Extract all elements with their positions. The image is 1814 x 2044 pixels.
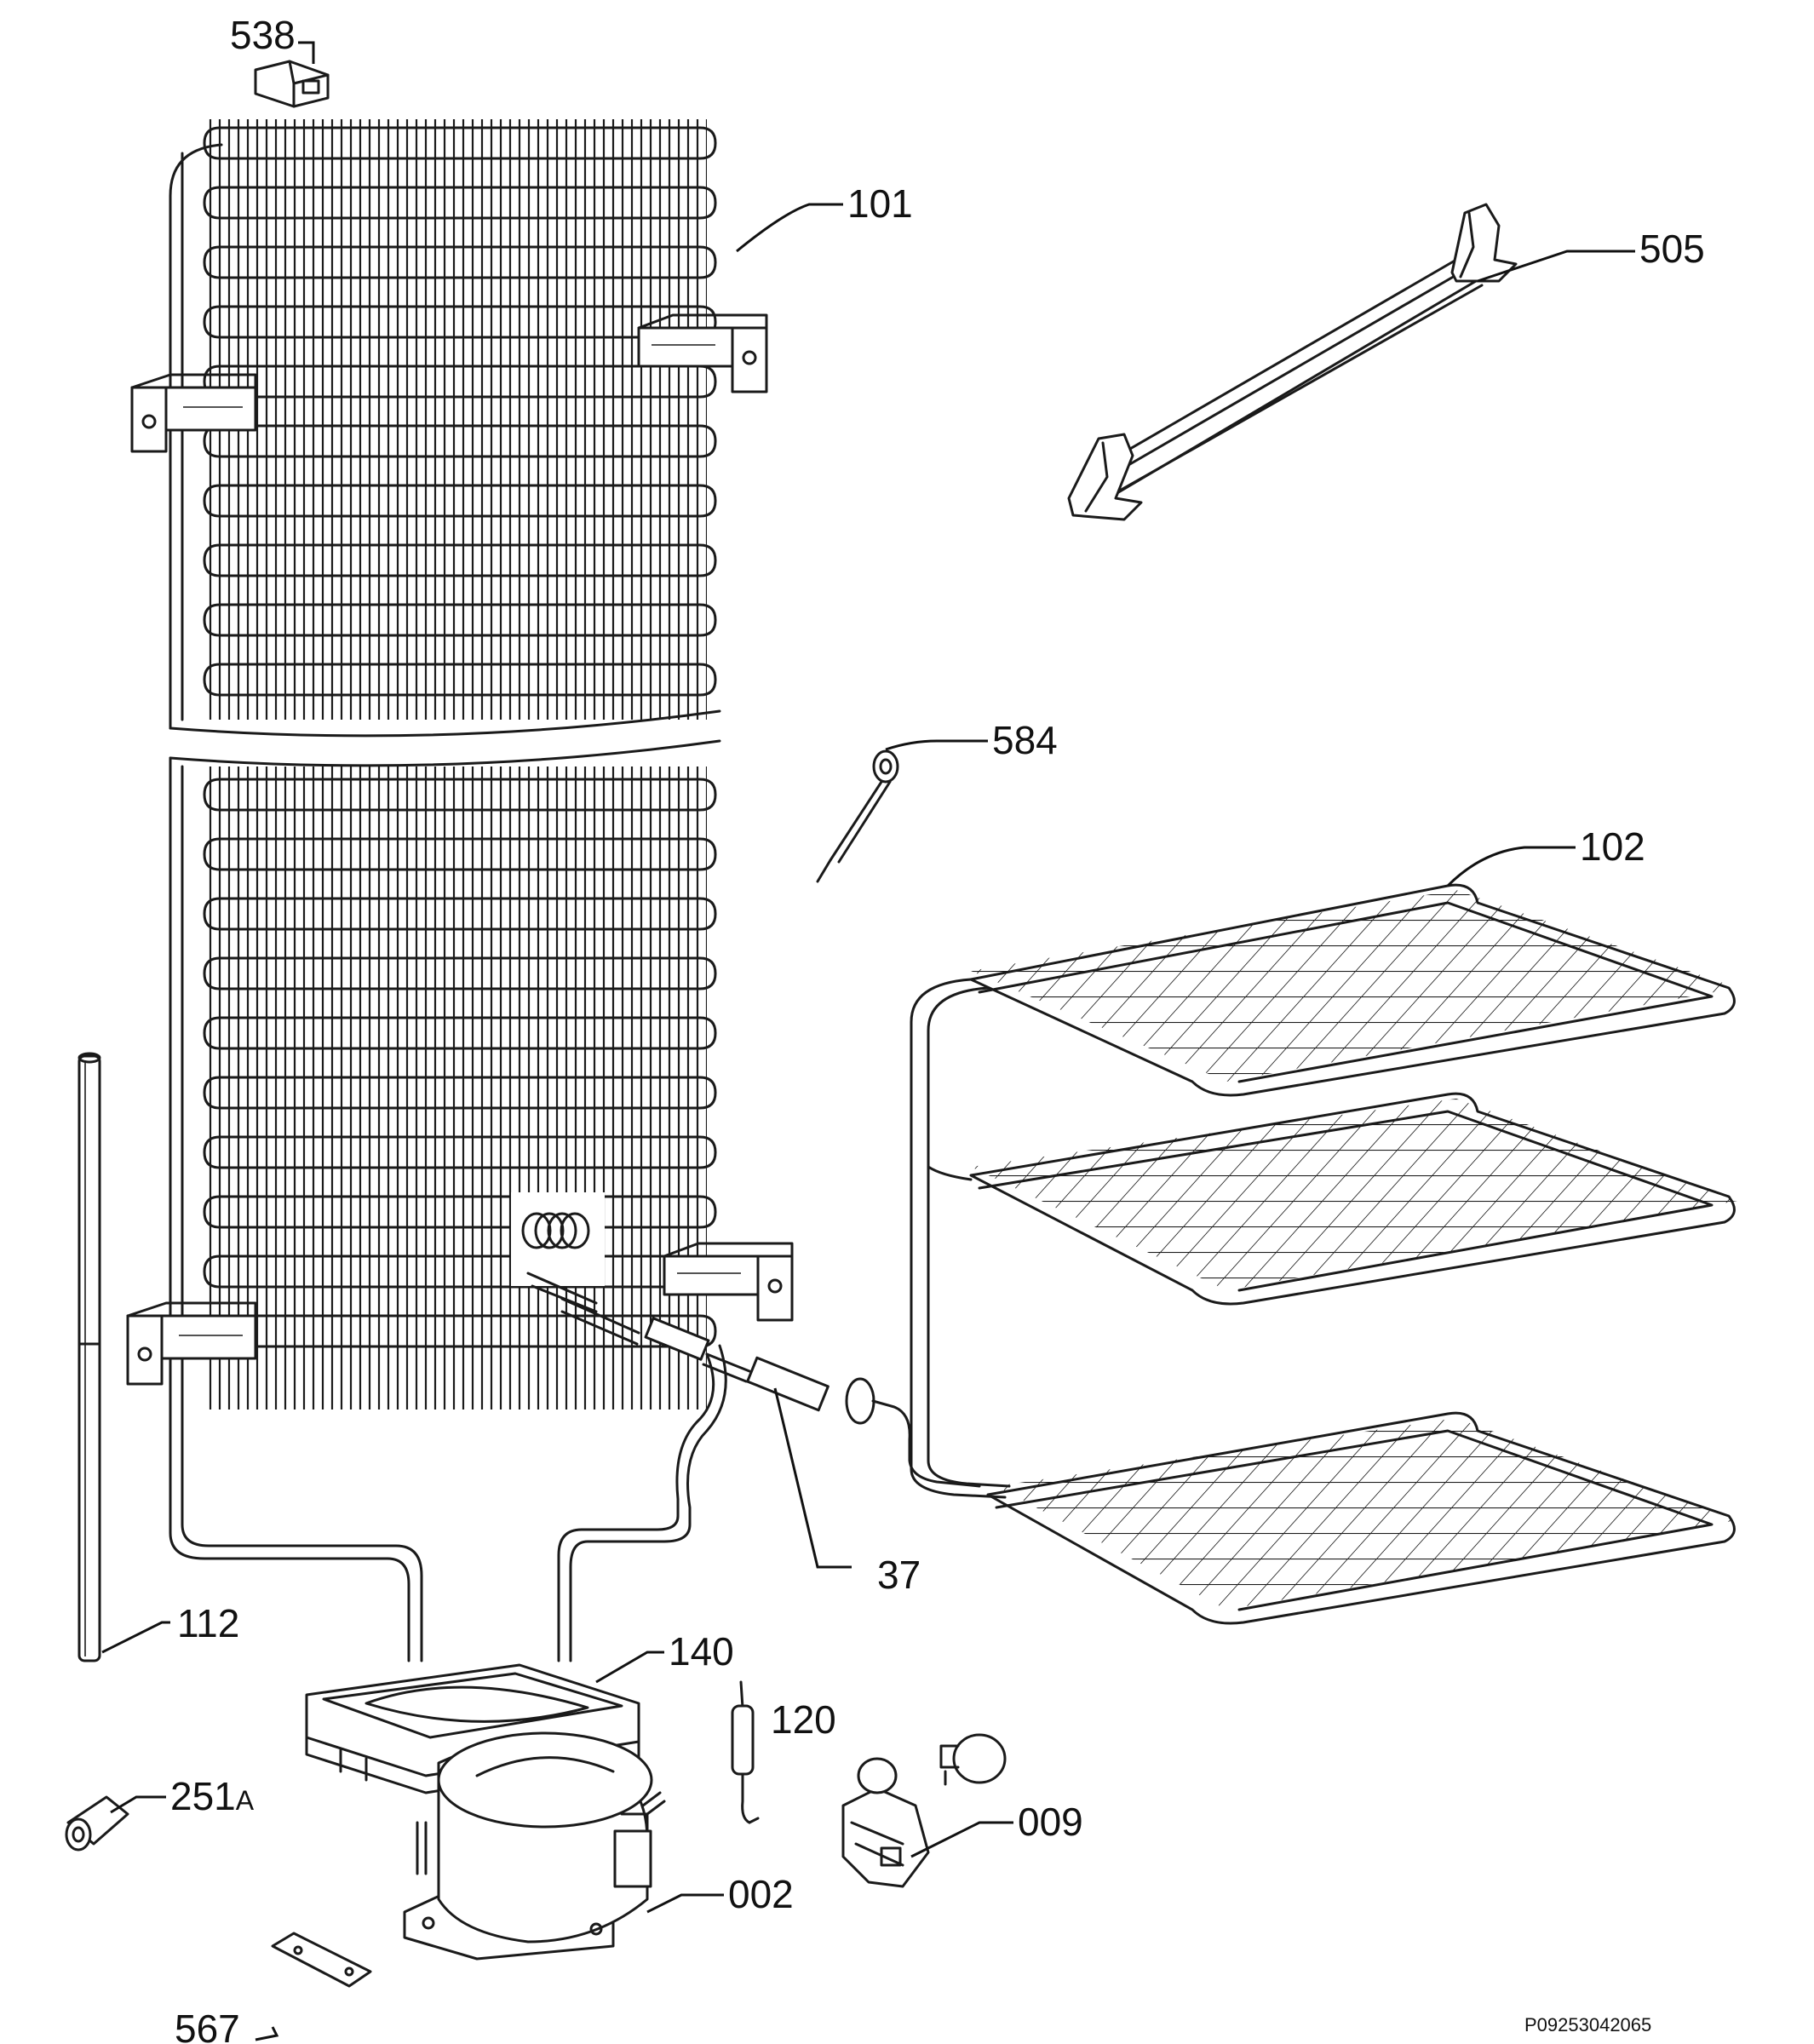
callout-labels: 538 101 505 584 102 37 112 140 120 251A … xyxy=(170,13,1705,2044)
connector-538 xyxy=(254,60,330,108)
callout-584: 584 xyxy=(992,718,1058,762)
callout-009: 009 xyxy=(1018,1800,1083,1844)
condenser-tube-loop xyxy=(203,778,717,812)
callout-538: 538 xyxy=(230,13,296,57)
condenser-tube-loop xyxy=(203,837,717,871)
condenser-tube-loop xyxy=(203,126,717,160)
condenser-tube-loop xyxy=(203,956,717,990)
condenser-tube-loop xyxy=(203,543,717,577)
overload-120 xyxy=(731,1680,760,1824)
evaporator-102 xyxy=(910,883,1737,1625)
grommet-251a xyxy=(65,1795,129,1852)
condenser-tube-loop xyxy=(203,897,717,931)
condenser-bracket-bottom-left xyxy=(126,1301,257,1386)
condenser-bracket-bottom-right xyxy=(663,1242,794,1322)
tube-112 xyxy=(77,1052,101,1662)
evaporator-shelf-top xyxy=(969,883,1737,1097)
condenser-tube-loop xyxy=(203,1016,717,1050)
condenser-bracket-top-right xyxy=(637,313,768,393)
evaporator-shelf-middle xyxy=(969,1092,1737,1306)
condenser-tube-loop xyxy=(203,1135,717,1169)
callout-120: 120 xyxy=(771,1697,836,1742)
relay-009 xyxy=(841,1733,1007,1888)
compressor-002 xyxy=(403,1731,666,1961)
callout-37: 37 xyxy=(877,1553,921,1597)
callout-002: 002 xyxy=(728,1872,794,1916)
condenser-tube-loop xyxy=(203,245,717,279)
drier-filter-37 xyxy=(560,1297,981,1488)
condenser-tube-loop xyxy=(203,663,717,697)
callout-567: 567 xyxy=(175,2007,240,2044)
callout-leaders xyxy=(101,41,1635,2041)
condenser-tube-loop xyxy=(203,603,717,637)
condenser-101 xyxy=(126,119,794,1662)
sensor-584 xyxy=(816,749,899,883)
condenser-tube-loop xyxy=(203,1076,717,1110)
condenser-tube-loop xyxy=(203,484,717,518)
document-code: P09253042065 xyxy=(1524,2014,1651,2035)
callout-112: 112 xyxy=(177,1601,239,1645)
callout-101: 101 xyxy=(847,181,913,226)
condenser-bracket-top-left xyxy=(130,373,257,453)
callout-102: 102 xyxy=(1580,824,1645,869)
callout-251: 251A xyxy=(170,1774,255,1818)
evaporator-shelf-bottom xyxy=(986,1411,1737,1625)
callout-140: 140 xyxy=(669,1629,734,1674)
condenser-tube-loop xyxy=(203,1195,717,1229)
condenser-tube-loop xyxy=(203,424,717,458)
clip-567 xyxy=(271,1932,372,1988)
shelf-support-505 xyxy=(1067,203,1518,521)
condenser-tube-loop xyxy=(203,186,717,220)
callout-505: 505 xyxy=(1639,227,1705,271)
